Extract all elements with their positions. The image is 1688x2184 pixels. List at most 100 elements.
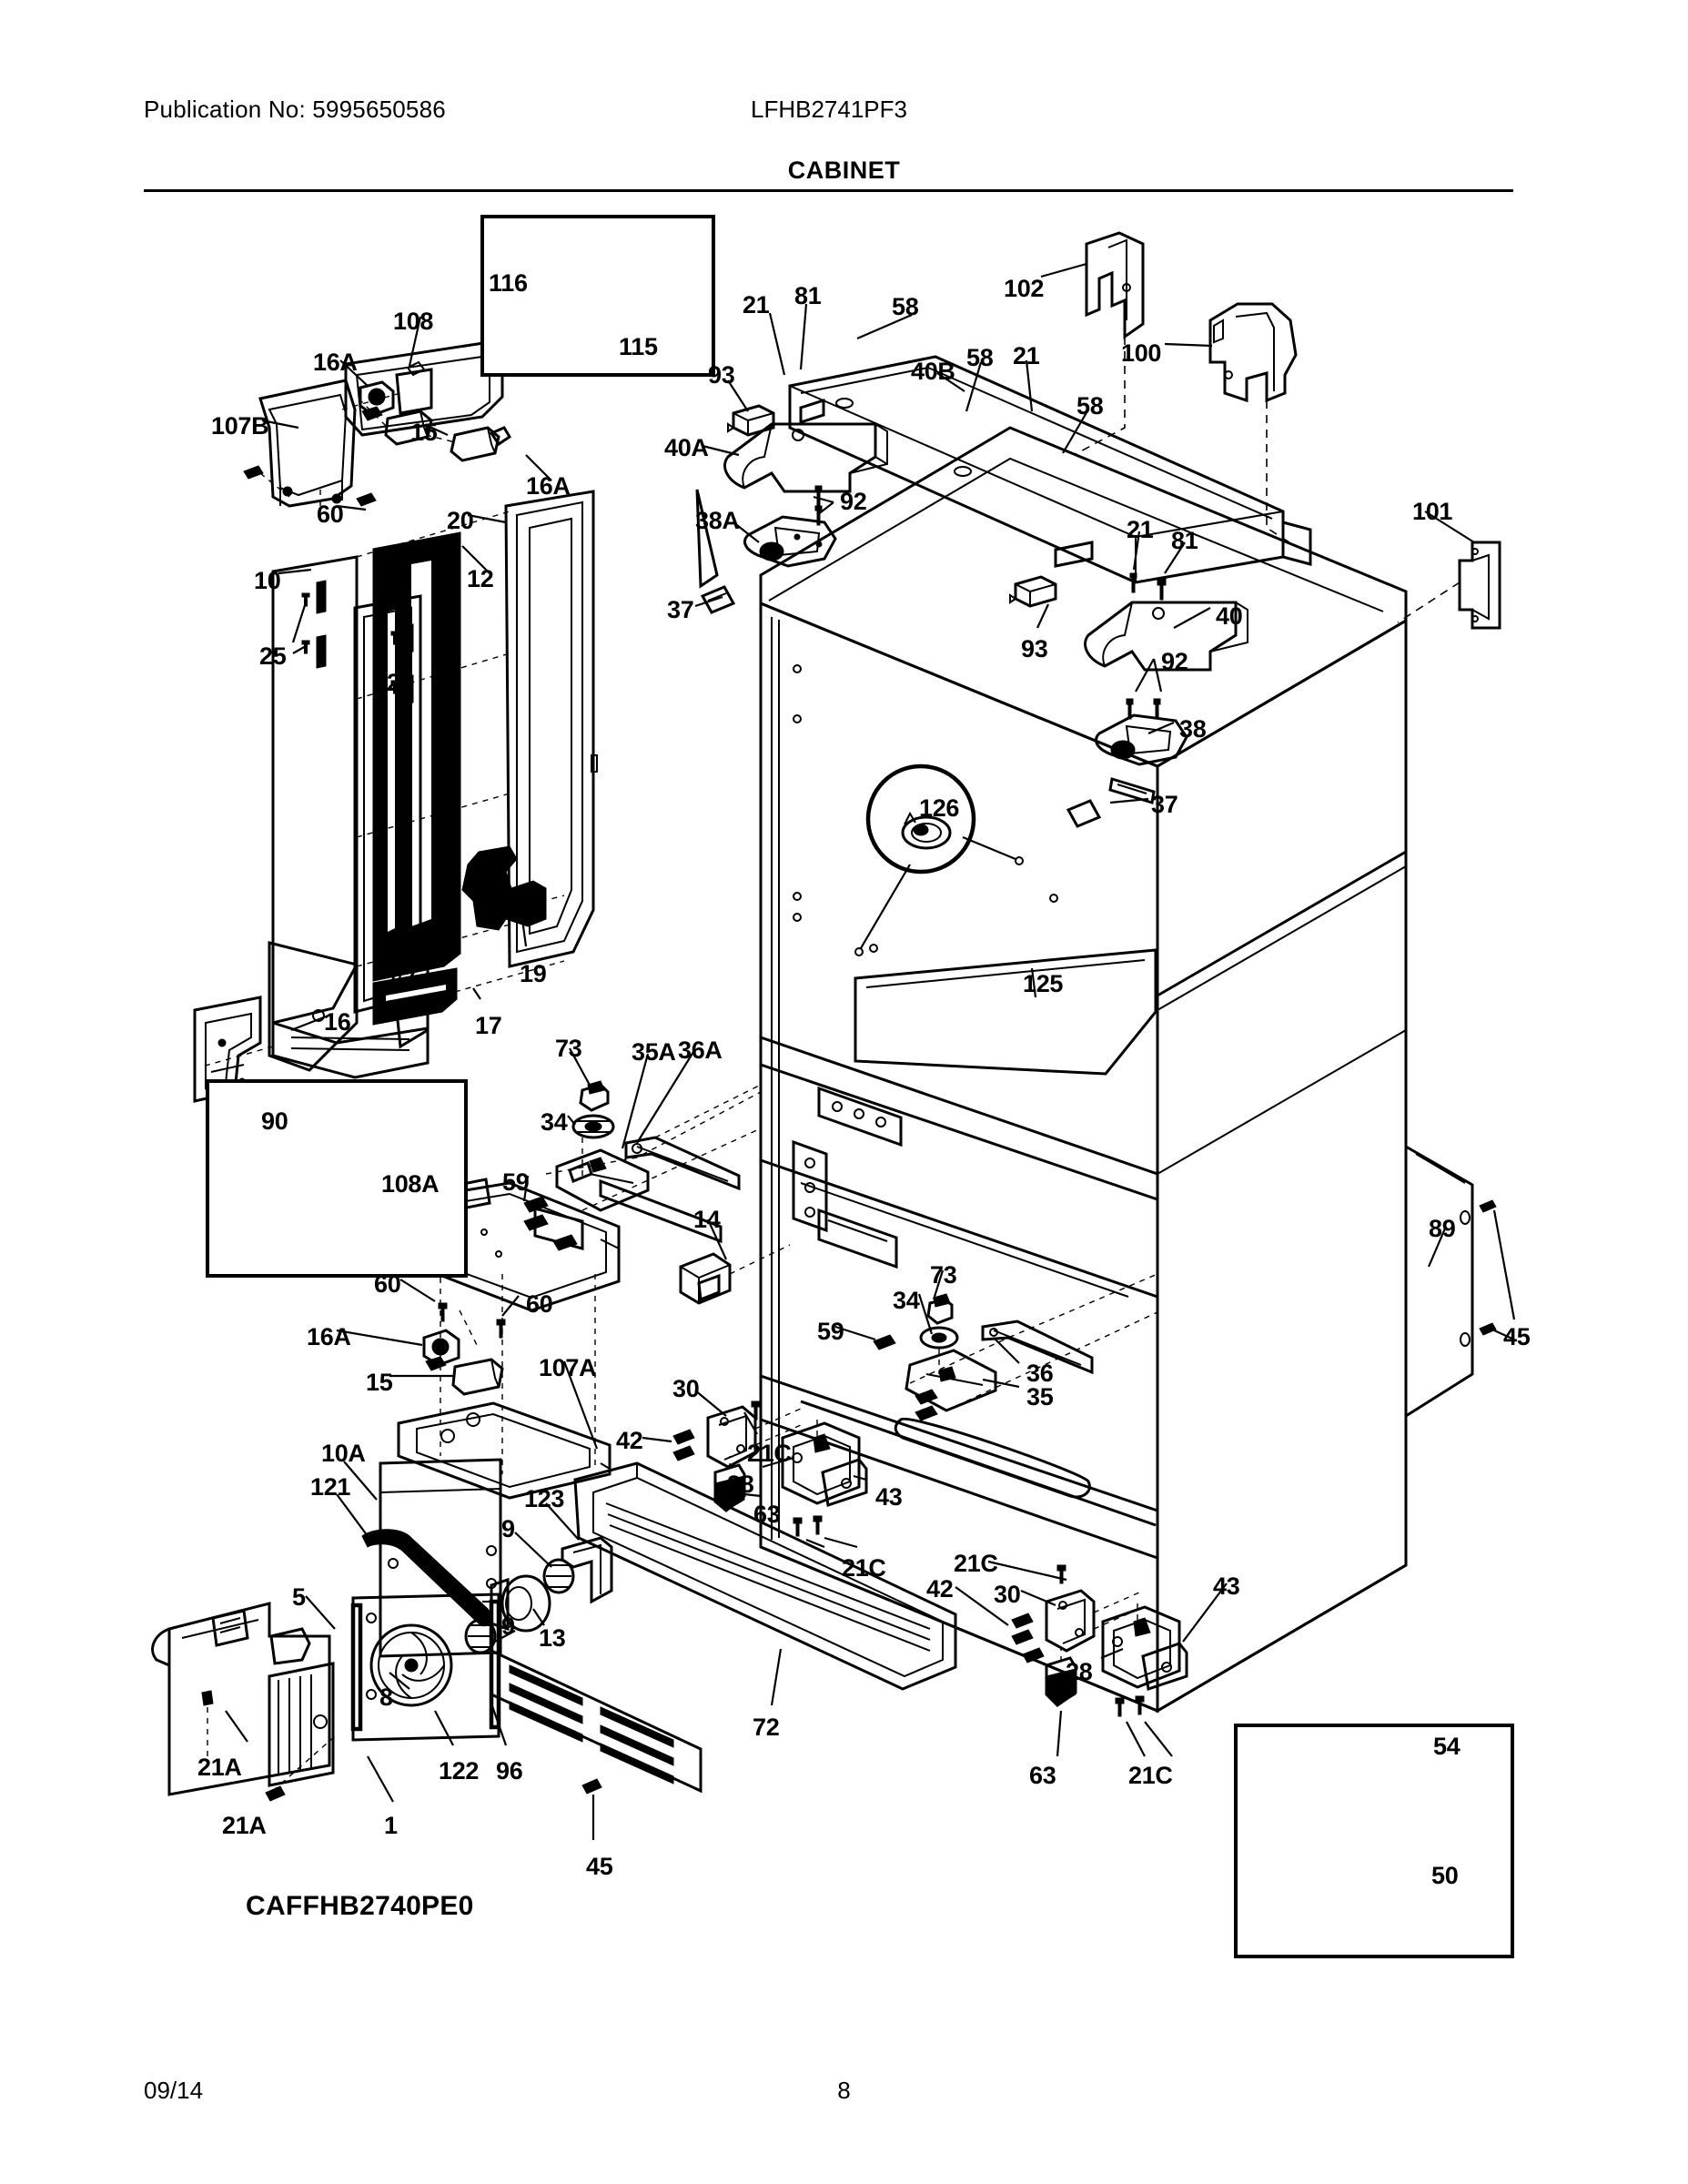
part-callout-54: 54 xyxy=(1433,1733,1461,1760)
part-callout-73: 73 xyxy=(555,1035,582,1062)
part-callout-92: 92 xyxy=(1161,648,1188,675)
part-callout-100: 100 xyxy=(1121,339,1162,367)
part-callout-21a: 21A xyxy=(197,1754,242,1781)
part-callout-5: 5 xyxy=(292,1583,306,1611)
part-callout-21c: 21C xyxy=(954,1550,998,1577)
control-board-inset xyxy=(1234,1724,1514,1958)
header-divider xyxy=(144,189,1513,192)
part-callout-14: 14 xyxy=(693,1206,721,1233)
part-callout-43: 43 xyxy=(875,1483,903,1511)
part-callout-13: 13 xyxy=(539,1624,566,1652)
wire-harness-inset xyxy=(206,1079,468,1278)
part-callout-60: 60 xyxy=(374,1270,401,1298)
part-callout-20: 20 xyxy=(447,507,474,534)
alt-model-tag: CAFFHB2740PE0 xyxy=(246,1891,474,1921)
part-callout-89: 89 xyxy=(1429,1215,1456,1242)
part-callout-93: 93 xyxy=(1021,635,1048,662)
part-callout-40: 40 xyxy=(1216,602,1243,630)
part-callout-63: 63 xyxy=(753,1501,781,1528)
footer-page-number: 8 xyxy=(837,2077,851,2104)
part-callout-125: 125 xyxy=(1023,970,1064,997)
part-callout-45: 45 xyxy=(1503,1323,1531,1350)
water-filter-inset xyxy=(480,215,715,377)
part-callout-30: 30 xyxy=(672,1375,700,1402)
page-title: CABINET xyxy=(787,157,901,184)
part-callout-25: 25 xyxy=(387,669,414,696)
part-callout-96: 96 xyxy=(496,1757,523,1785)
part-callout-21: 21 xyxy=(743,291,770,318)
part-callout-19: 19 xyxy=(520,960,547,987)
part-callout-102: 102 xyxy=(1004,275,1045,302)
part-callout-17: 17 xyxy=(475,1012,502,1039)
model-number: LFHB2741PF3 xyxy=(751,96,907,123)
part-callout-10: 10 xyxy=(254,567,281,594)
part-callout-122: 122 xyxy=(439,1757,480,1785)
part-callout-81: 81 xyxy=(794,282,822,309)
part-callout-59: 59 xyxy=(817,1318,844,1345)
part-callout-116: 116 xyxy=(489,269,528,297)
part-callout-58: 58 xyxy=(966,344,994,371)
part-callout-21c: 21C xyxy=(1128,1762,1173,1789)
part-callout-28: 28 xyxy=(727,1471,754,1498)
part-callout-16: 16 xyxy=(324,1008,351,1036)
part-callout-92: 92 xyxy=(840,488,867,515)
part-callout-21c: 21C xyxy=(747,1440,792,1467)
part-callout-60: 60 xyxy=(317,500,344,528)
part-callout-35: 35 xyxy=(1026,1383,1054,1410)
part-callout-25: 25 xyxy=(259,642,287,670)
part-callout-21c: 21C xyxy=(842,1554,886,1582)
part-callout-15: 15 xyxy=(366,1369,393,1396)
part-callout-36a: 36A xyxy=(678,1036,723,1064)
part-callout-8: 8 xyxy=(379,1684,393,1711)
part-callout-72: 72 xyxy=(753,1714,780,1741)
part-callout-9: 9 xyxy=(501,1515,515,1542)
part-callout-50: 50 xyxy=(1431,1862,1459,1889)
part-callout-93: 93 xyxy=(708,361,735,389)
part-callout-15: 15 xyxy=(410,419,438,446)
publication-number: Publication No: 5995650586 xyxy=(144,96,446,123)
part-callout-10a: 10A xyxy=(321,1440,366,1467)
part-callout-37: 37 xyxy=(1151,791,1178,818)
part-callout-115: 115 xyxy=(619,333,658,360)
part-callout-16a: 16A xyxy=(313,349,358,376)
part-callout-37: 37 xyxy=(667,596,694,623)
part-callout-34: 34 xyxy=(541,1108,568,1136)
part-callout-63: 63 xyxy=(1029,1762,1056,1789)
part-callout-21: 21 xyxy=(1127,516,1154,543)
part-callout-12: 12 xyxy=(467,565,494,592)
part-callout-40a: 40A xyxy=(664,434,709,461)
part-callout-28: 28 xyxy=(1066,1658,1093,1685)
part-callout-38: 38 xyxy=(1179,715,1207,743)
part-callout-101: 101 xyxy=(1412,498,1453,525)
part-callout-107b: 107B xyxy=(211,412,269,440)
part-callout-108: 108 xyxy=(393,308,434,335)
part-callout-45: 45 xyxy=(586,1853,613,1880)
part-callout-16a: 16A xyxy=(307,1323,351,1350)
part-callout-16a: 16A xyxy=(526,472,571,500)
part-callout-108a: 108A xyxy=(381,1170,440,1198)
part-callout-123: 123 xyxy=(524,1485,565,1512)
part-callout-42: 42 xyxy=(926,1575,954,1603)
footer-date-code: 09/14 xyxy=(144,2077,204,2104)
part-callout-35a: 35A xyxy=(632,1038,676,1066)
part-callout-30: 30 xyxy=(994,1581,1021,1608)
part-callout-60: 60 xyxy=(526,1290,553,1318)
part-callout-81: 81 xyxy=(1171,527,1198,554)
part-callout-38a: 38A xyxy=(695,507,740,534)
part-callout-126: 126 xyxy=(919,794,960,822)
part-callout-90: 90 xyxy=(261,1107,288,1135)
part-callout-1: 1 xyxy=(384,1812,398,1839)
part-callout-40b: 40B xyxy=(911,358,955,385)
part-callout-58: 58 xyxy=(892,293,919,320)
part-callout-73: 73 xyxy=(930,1261,957,1289)
part-callout-121: 121 xyxy=(310,1473,351,1501)
part-callout-107a: 107A xyxy=(539,1354,597,1381)
part-callout-43: 43 xyxy=(1213,1572,1240,1600)
part-callout-34: 34 xyxy=(893,1287,920,1314)
part-callout-36: 36 xyxy=(1026,1360,1054,1387)
part-callout-9: 9 xyxy=(501,1613,515,1640)
part-callout-42: 42 xyxy=(616,1427,643,1454)
part-callout-21: 21 xyxy=(1013,342,1040,369)
part-callout-21a: 21A xyxy=(222,1812,267,1839)
